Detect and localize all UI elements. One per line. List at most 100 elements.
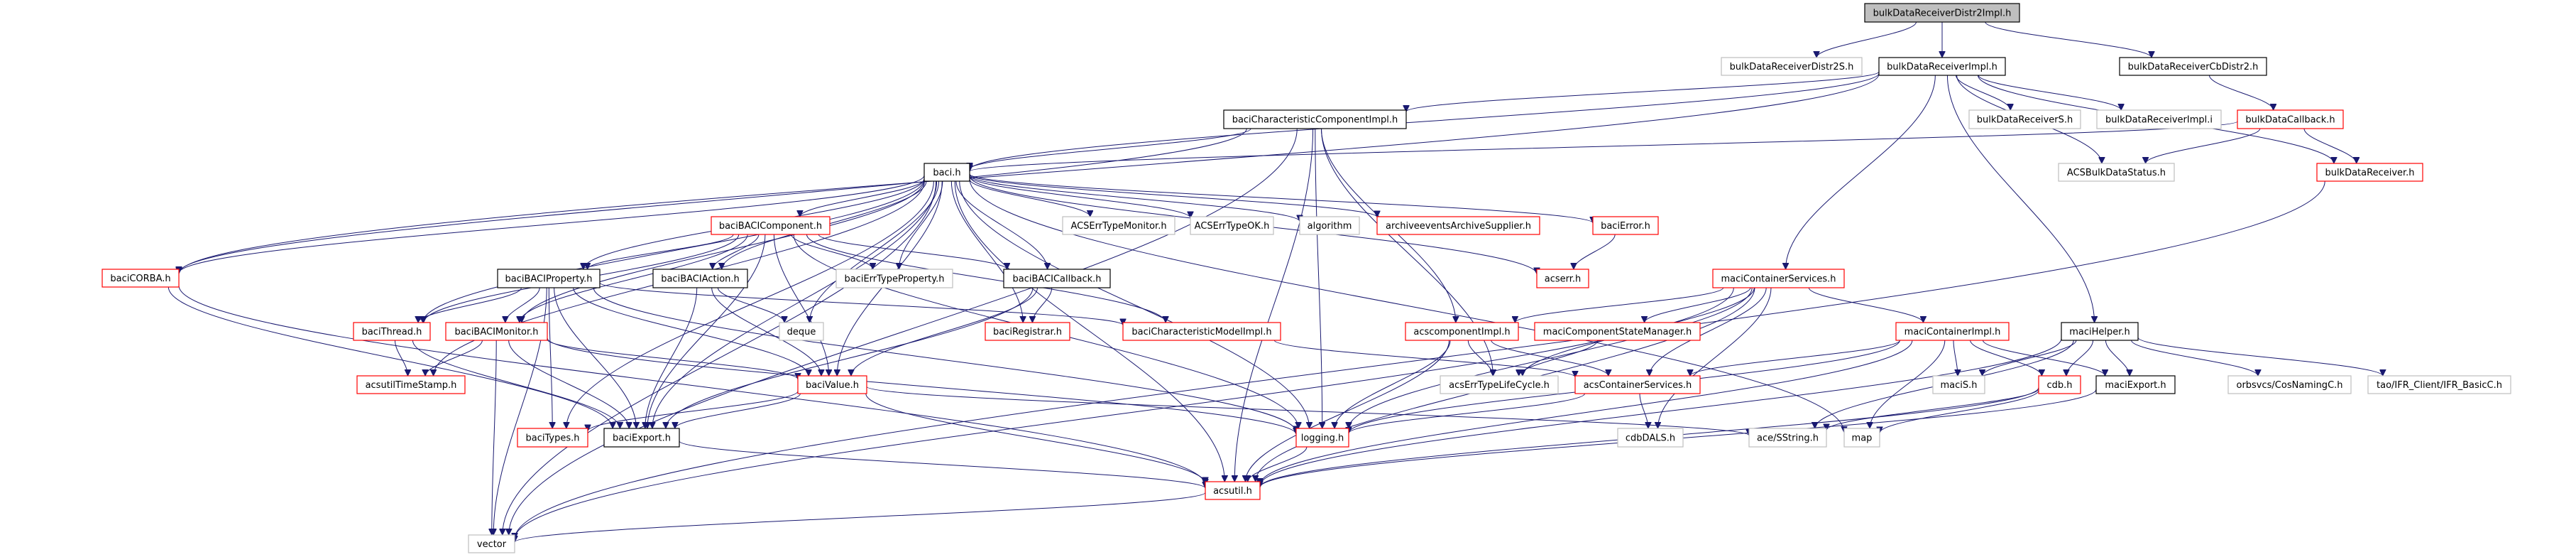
graph-node-bdrCbDistr2[interactable]: bulkDataReceiverCbDistr2.h — [2119, 57, 2267, 76]
edge-baciBACIComponent-to-baciCharModelImpl — [806, 234, 1166, 323]
graph-node-maciContainerServices[interactable]: maciContainerServices.h — [1712, 269, 1845, 288]
graph-node-baciBACICallback[interactable]: baciBACICallback.h — [1003, 269, 1111, 288]
graph-node-maciCompStateMgr[interactable]: maciComponentStateManager.h — [1534, 322, 1701, 341]
node-box — [1299, 216, 1360, 235]
edge-maciContainerServices-to-maciContainerImpl — [1808, 287, 1923, 323]
node-box — [985, 322, 1070, 341]
edge-baciBACIComponent-to-baciBACIMonitor — [520, 234, 748, 323]
node-label: baciError.h — [1601, 221, 1650, 232]
node-label: baciCharacteristicModelImpl.h — [1131, 327, 1271, 337]
node-box — [2038, 375, 2081, 394]
graph-node-baciTypes[interactable]: baciTypes.h — [517, 428, 588, 448]
node-box — [1843, 428, 1880, 448]
edge-cdb-to-map — [1880, 390, 2039, 433]
node-box — [1574, 375, 1701, 394]
node-box — [1295, 428, 1349, 448]
node-label: bulkDataReceiverImpl.i — [2105, 115, 2213, 126]
graph-node-root[interactable]: bulkDataReceiverDistr2Impl.h — [1864, 3, 2020, 23]
graph-node-acsutil[interactable]: acsutil.h — [1205, 481, 1261, 500]
graph-node-baciBACIAction[interactable]: baciBACIAction.h — [652, 269, 748, 288]
graph-node-baciValue[interactable]: baciValue.h — [797, 375, 867, 394]
graph-node-baciBACIProperty[interactable]: baciBACIProperty.h — [497, 269, 601, 288]
graph-node-maciExport[interactable]: maciExport.h — [2095, 375, 2176, 394]
node-box — [2119, 57, 2267, 76]
edge-maciContainerImpl-to-acsutil — [1260, 340, 1913, 485]
edge-baciThread-to-baciExport — [412, 340, 620, 428]
node-label: ACSErrTypeMonitor.h — [1070, 221, 1166, 232]
graph-node-cosNaming: orbsvcs/CosNamingC.h — [2227, 375, 2352, 394]
graph-node-bdrImpl[interactable]: bulkDataReceiverImpl.h — [1878, 57, 2006, 76]
node-box — [1864, 3, 2020, 23]
edge-maciHelper-to-maciExport — [2105, 340, 2130, 377]
node-label: bulkDataReceiver.h — [2325, 168, 2414, 178]
edge-maciContainerImpl-to-cdb — [1970, 340, 2042, 377]
edge-maciContainerServices-to-acscomponentImpl — [1515, 287, 1724, 323]
edge-bdCallback-to-acsBDStatus — [2146, 128, 2261, 164]
edge-maciContainerServices-to-maciCompStateMgr — [1645, 287, 1751, 323]
node-label: bulkDataReceiverDistr2Impl.h — [1873, 9, 2012, 19]
edge-baciBACICallback-to-baciValue — [851, 287, 1038, 376]
edge-baci-to-baciErrTypeProperty — [899, 180, 943, 269]
graph-node-maciContainerImpl[interactable]: maciContainerImpl.h — [1895, 322, 2010, 341]
graph-node-baciErrTypeProperty: baciErrTypeProperty.h — [835, 269, 953, 288]
node-label: baciRegistrar.h — [993, 327, 1062, 337]
graph-node-baciCORBA[interactable]: baciCORBA.h — [102, 269, 180, 288]
edge-acscomponentImpl-to-logging — [1334, 340, 1451, 428]
edge-acscomponentImpl-to-acsutil — [1246, 340, 1449, 482]
node-label: baciBACIMonitor.h — [454, 327, 538, 337]
edge-maciHelper-to-cosNaming — [2131, 340, 2258, 377]
edge-baci-to-errOK — [969, 176, 1190, 219]
graph-node-baciError[interactable]: baciError.h — [1592, 216, 1659, 235]
edge-baci-to-algorithm — [969, 175, 1300, 222]
node-box — [2095, 375, 2176, 394]
node-label: baci.h — [933, 168, 960, 178]
node-box — [1190, 216, 1274, 235]
node-label: maciContainerImpl.h — [1904, 327, 2001, 337]
node-label: bulkDataReceiverS.h — [1977, 115, 2073, 126]
graph-node-deque: deque — [779, 322, 824, 341]
edge-baci-to-map — [969, 178, 1844, 433]
graph-node-baciRegistrar[interactable]: baciRegistrar.h — [985, 322, 1070, 341]
edge-acsutil-to-vector — [515, 492, 1206, 543]
edge-baciBACICallback-to-baciExport — [666, 287, 1034, 428]
graph-node-cdb[interactable]: cdb.h — [2038, 375, 2081, 394]
graph-node-aceSString: ace/SString.h — [1748, 428, 1827, 448]
edge-baciBACIProperty-to-baciTypes — [548, 287, 552, 428]
graph-node-baciExport[interactable]: baciExport.h — [603, 428, 680, 448]
graph-node-bcci[interactable]: baciCharacteristicComponentImpl.h — [1223, 109, 1407, 129]
edge-baci-to-vector — [503, 180, 937, 535]
edge-baciBACIMonitor-to-baciExport — [508, 340, 630, 428]
graph-node-baciBACIComponent[interactable]: baciBACIComponent.h — [711, 216, 831, 235]
graph-node-acserr[interactable]: acserr.h — [1536, 269, 1589, 288]
graph-node-baci[interactable]: baci.h — [923, 163, 970, 182]
edge-baci-to-baciError — [969, 173, 1593, 224]
node-box — [797, 375, 867, 394]
node-label: cdbDALS.h — [1626, 433, 1675, 444]
edge-baci-to-baciBACIMonitor — [522, 180, 925, 323]
graph-node-baciCharModelImpl[interactable]: baciCharacteristicModelImpl.h — [1122, 322, 1281, 341]
graph-node-acsContainerServices[interactable]: acsContainerServices.h — [1574, 375, 1701, 394]
graph-node-acscomponentImpl[interactable]: acscomponentImpl.h — [1405, 322, 1519, 341]
edge-baci-to-acsutil — [954, 180, 1224, 482]
graph-node-maciHelper[interactable]: maciHelper.h — [2061, 322, 2139, 341]
edge-baci-to-baciCORBA — [179, 175, 925, 274]
graph-node-bdCallback[interactable]: bulkDataCallback.h — [2237, 109, 2344, 129]
node-label: algorithm — [1308, 221, 1352, 232]
graph-node-acsutilTimeStamp[interactable]: acsutilTimeStamp.h — [356, 375, 466, 394]
node-label: vector — [477, 539, 507, 550]
edge-baci-to-archive — [969, 174, 1377, 218]
edge-maciContainerImpl-to-maciExport — [1983, 340, 2105, 377]
edge-root-to-bdrDistr2S — [1816, 21, 1917, 58]
edge-baci-to-logging — [959, 180, 1310, 428]
graph-node-bdrImplI: bulkDataReceiverImpl.i — [2096, 109, 2222, 129]
node-box — [517, 428, 588, 448]
graph-node-logging[interactable]: logging.h — [1295, 428, 1349, 448]
graph-node-baciThread[interactable]: baciThread.h — [353, 322, 431, 341]
node-label: ACSBulkDataStatus.h — [2067, 168, 2166, 178]
graph-node-baciBACIMonitor[interactable]: baciBACIMonitor.h — [445, 322, 548, 341]
node-label: baciCharacteristicComponentImpl.h — [1232, 115, 1398, 126]
graph-node-bdReceiver[interactable]: bulkDataReceiver.h — [2316, 163, 2423, 182]
graph-node-archive[interactable]: archiveeventsArchiveSupplier.h — [1376, 216, 1540, 235]
node-label: bulkDataReceiverCbDistr2.h — [2128, 62, 2259, 72]
node-label: maciComponentStateManager.h — [1543, 327, 1692, 337]
